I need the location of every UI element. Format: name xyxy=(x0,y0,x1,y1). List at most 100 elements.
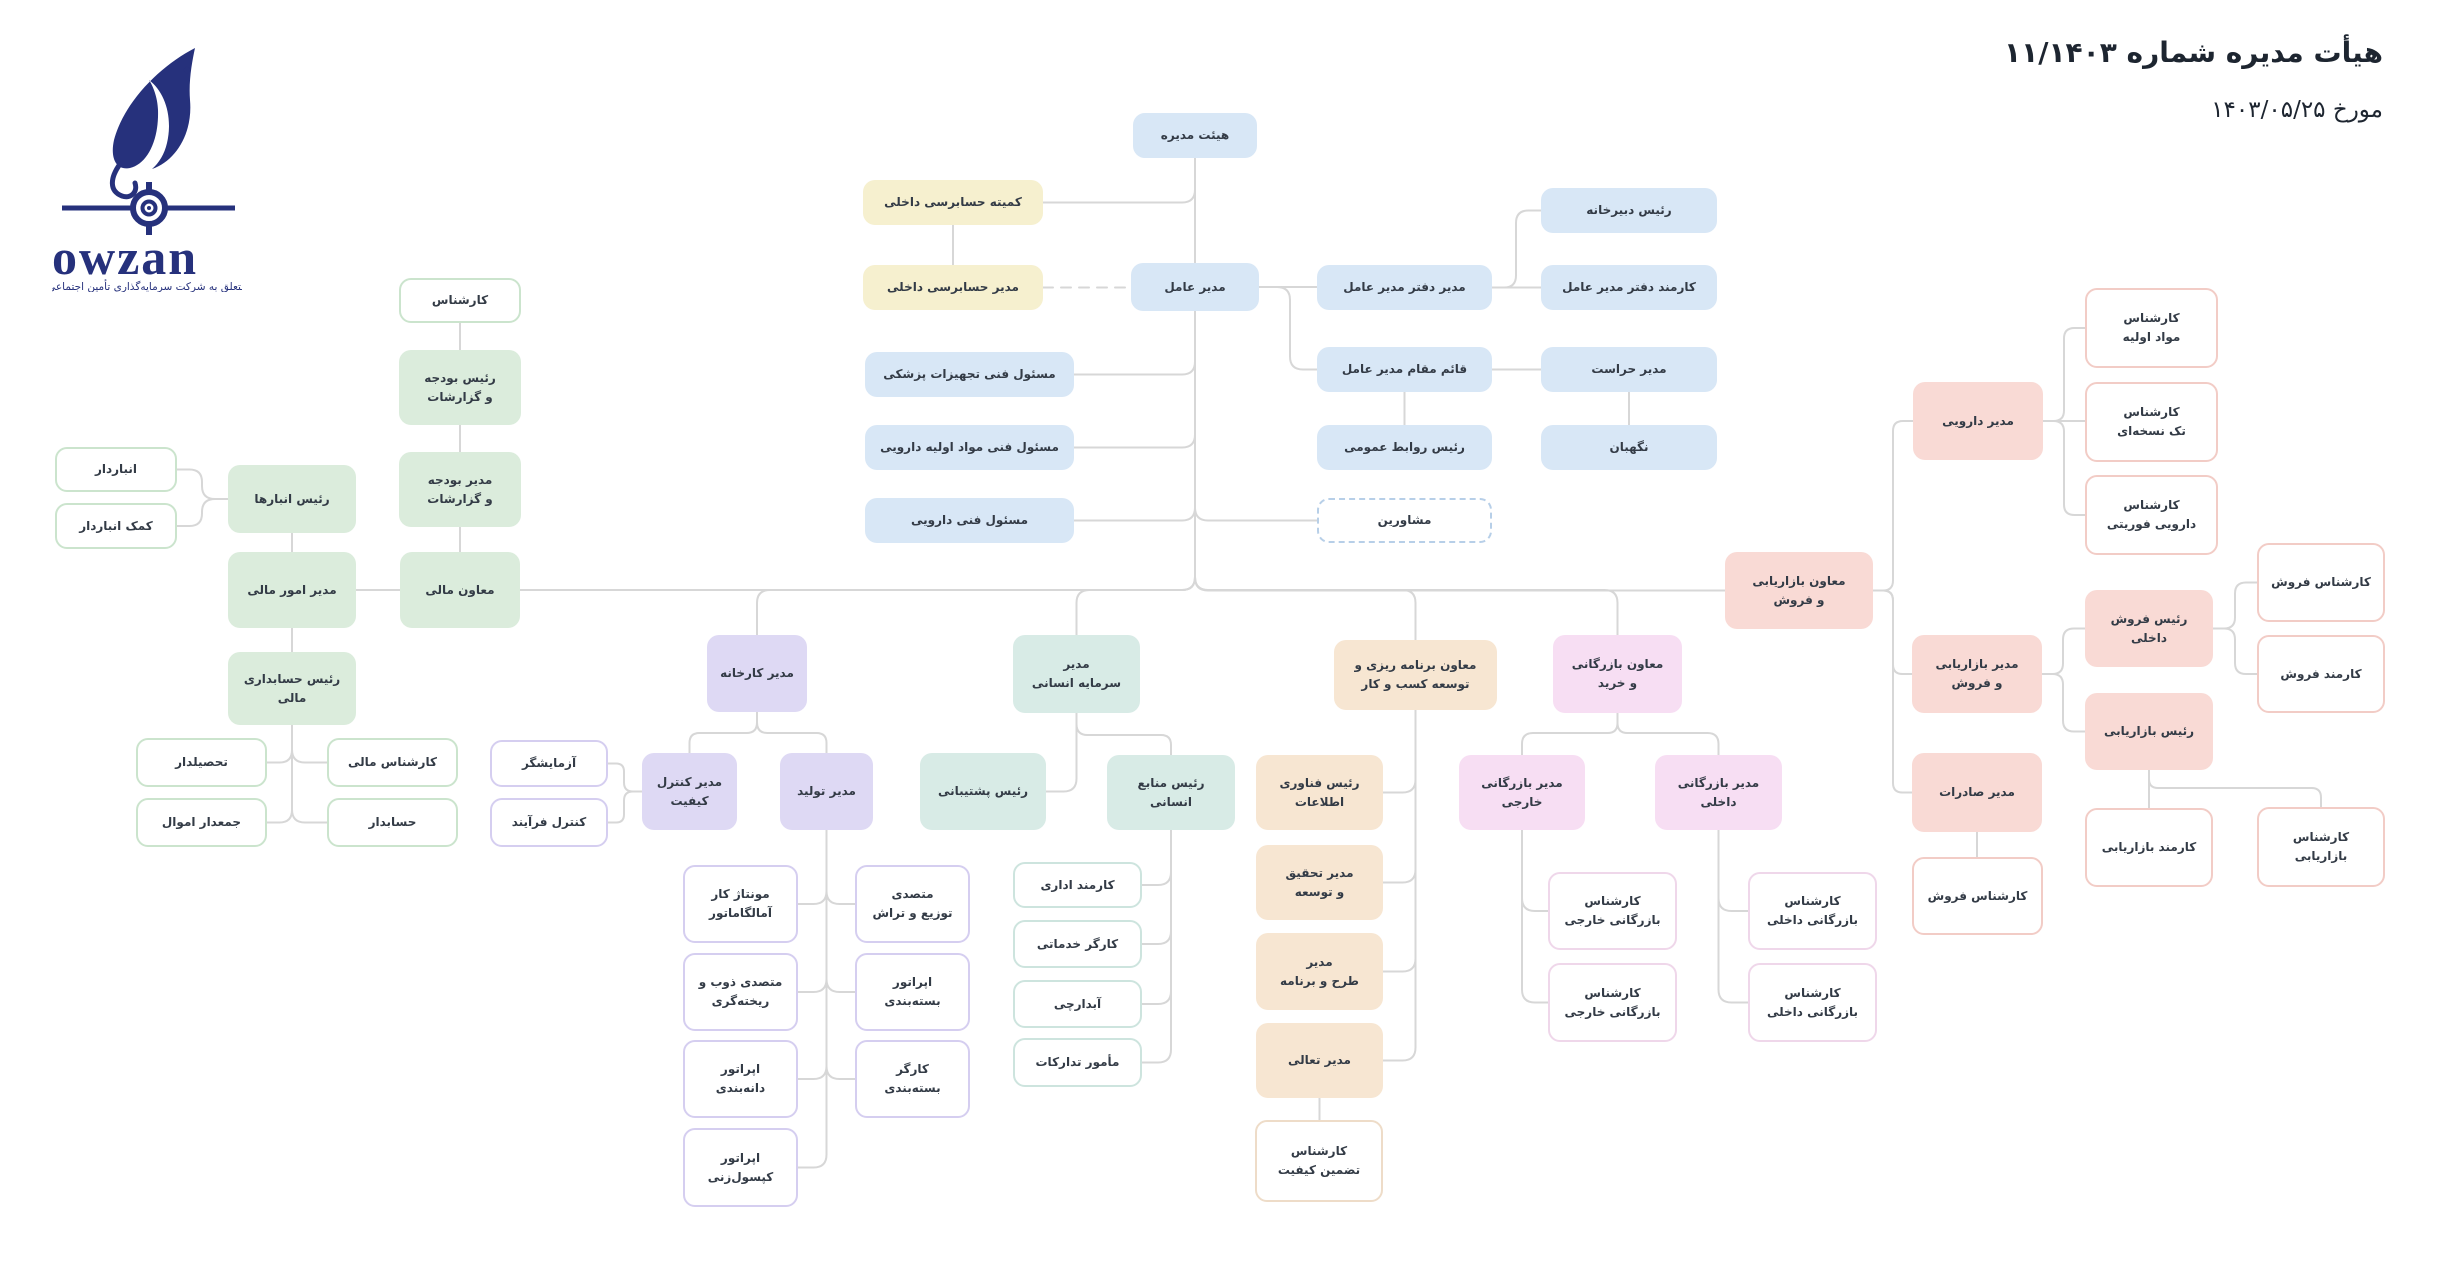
node-emergency-expert: کارشناس دارویی فوریتی xyxy=(2085,475,2218,555)
node-amalgamator: مونتاژ کار آمالگاماتور xyxy=(683,865,798,943)
node-label: مدیر حراست xyxy=(1591,362,1667,377)
node-tech-medical: مسئول فنی تجهیزات پزشکی xyxy=(865,352,1074,397)
node-asst-warehouseman: کمک انباردار xyxy=(55,503,177,549)
node-qc-mgr: مدیر کنترل کیفیت xyxy=(642,753,737,830)
node-production-mgr: مدیر تولید xyxy=(780,753,873,830)
connector-factory-mgr--qc-mgr xyxy=(688,711,758,754)
node-label: رئیس حسابداری مالی xyxy=(243,671,341,705)
node-factory-mgr: مدیر کارخانه xyxy=(707,635,807,712)
node-label: معاون بازاریابی و فروش xyxy=(1752,573,1846,607)
node-label: کارشناس بازرگانی داخلی xyxy=(1766,894,1859,927)
node-label: کارشناس بازاریابی xyxy=(2292,830,2350,863)
node-qa-expert: کارشناس تضمین کیفیت xyxy=(1255,1120,1383,1202)
node-plan-mgr: مدیر طرح و برنامه xyxy=(1256,933,1383,1010)
node-label: کارشناس دارویی فوریتی xyxy=(2106,498,2197,531)
node-label: مدیر کنترل کیفیت xyxy=(656,774,723,808)
connector-production-mgr--packing-worker xyxy=(825,829,856,1080)
node-label: معاون بازرگانی و خرید xyxy=(1571,657,1664,690)
node-label: اپراتور کپسول‌زنی xyxy=(707,1150,774,1184)
node-board: هیئت مدیره xyxy=(1133,113,1257,158)
logo-wordmark: owzan xyxy=(52,229,198,285)
connector-ceo--marketing-deputy xyxy=(1194,310,1726,592)
connector-pharma-mgr--emergency-expert xyxy=(2042,420,2086,516)
node-warehouseman: انباردار xyxy=(55,447,177,492)
node-warehouse-head: رئیس انبارها xyxy=(228,465,356,533)
node-label: مدیر سرمایه انسانی xyxy=(1031,657,1122,690)
connector-board--audit-committee xyxy=(1042,157,1196,204)
node-label: رئیس فناوری اطلاعات xyxy=(1279,775,1360,809)
node-marketing-expert: کارشناس بازاریابی xyxy=(2257,807,2385,887)
node-security-mgr: مدیر حراست xyxy=(1541,347,1717,392)
node-label: مدیر تحقیق و توسعه xyxy=(1285,865,1354,899)
node-label: قائم مقام مدیر عامل xyxy=(1341,362,1468,377)
node-label: تحصیلدار xyxy=(175,755,228,770)
node-fin-expert: کارشناس xyxy=(399,278,521,323)
node-finance-mgr: مدیر امور مالی xyxy=(228,552,356,628)
node-label: حسابدار xyxy=(368,815,417,830)
node-label: کارشناس xyxy=(431,293,489,308)
node-label: مدیر کارخانه xyxy=(720,666,794,681)
node-label: مدیر حسابرسی داخلی xyxy=(887,280,1019,295)
node-label: مسئول فنی تجهیزات پزشکی xyxy=(883,367,1056,382)
node-office-clerk: کارمند دفتر مدیر عامل xyxy=(1541,265,1717,310)
node-label: کارگر خدماتی xyxy=(1036,936,1119,951)
node-label: رئیس منابع انسانی xyxy=(1137,775,1205,809)
node-accountant: حسابدار xyxy=(327,798,458,847)
node-audit-mgr: مدیر حسابرسی داخلی xyxy=(863,265,1043,310)
node-marketing-head: رئیس بازاریابی xyxy=(2085,693,2213,770)
node-process-control: کنترل فرآیند xyxy=(490,798,608,847)
node-office-mgr: مدیر دفتر مدیر عامل xyxy=(1317,265,1492,310)
connector-hr-deputy--hr-head xyxy=(1075,712,1172,756)
node-label: مدیر دارویی xyxy=(1942,413,2014,428)
node-label: کارگر بسته‌بندی xyxy=(884,1062,941,1095)
node-label: اپراتور دانه‌بندی xyxy=(715,1062,766,1095)
node-label: مدیر بازرگانی خارجی xyxy=(1481,775,1563,809)
node-ceo: مدیر عامل xyxy=(1131,263,1259,311)
node-label: مدیر عامل xyxy=(1164,279,1226,294)
node-domestic-expert-1: کارشناس بازرگانی داخلی xyxy=(1748,872,1877,950)
node-domestic-sales-head: رئیس فروش داخلی xyxy=(2085,590,2213,667)
node-label: معاون مالی xyxy=(425,582,495,597)
logo-tagline: متعلق به شرکت سرمایه‌گذاری تأمین اجتماعی xyxy=(52,279,242,292)
node-label: کارمند فروش xyxy=(2280,666,2362,681)
node-lathe: متصدی توزیع و تراش xyxy=(855,865,970,943)
node-label: مدیر بودجه و گزارشات xyxy=(427,472,493,506)
node-label: کارشناس بازرگانی خارجی xyxy=(1564,985,1661,1019)
node-collector: تحصیلدار xyxy=(136,738,267,787)
node-audit-committee: کمیته حسابرسی داخلی xyxy=(863,180,1043,225)
node-label: کارشناس بازرگانی داخلی xyxy=(1766,985,1859,1019)
node-label: متصدی توزیع و تراش xyxy=(872,887,953,920)
node-guard: نگهبان xyxy=(1541,425,1717,470)
node-label: مدیر دفتر مدیر عامل xyxy=(1343,280,1466,295)
node-label: آزمایشگر xyxy=(521,756,577,771)
node-domestic-trade-mgr: مدیر بازرگانی داخلی xyxy=(1655,755,1782,830)
connector-marketing-head--marketing-expert xyxy=(2148,769,2322,808)
connector-planning-deputy--excellence-mgr xyxy=(1382,709,1417,1062)
node-melting: متصدی ذوب و ریخته‌گری xyxy=(683,953,798,1031)
node-marketing-clerk: کارمند بازاریابی xyxy=(2085,808,2213,887)
report-date: مورخ ۱۴۰۳/۰۵/۲۵ xyxy=(2211,97,2383,123)
node-tester: آزمایشگر xyxy=(490,740,608,787)
node-label: مدیر تعالی xyxy=(1288,1053,1351,1068)
node-acct-head: رئیس حسابداری مالی xyxy=(228,652,356,725)
connector-ceo--deputy-ceo xyxy=(1258,286,1318,371)
node-it-head: رئیس فناوری اطلاعات xyxy=(1256,755,1383,830)
node-label: کارمند دفتر مدیر عامل xyxy=(1562,280,1696,295)
report-title: هیأت مدیره شماره ۱۱/۱۴۰۳ xyxy=(2004,36,2383,69)
connector-domestic-sales-head--sales-clerk xyxy=(2212,627,2258,675)
node-procurement: مأمور تدارکات xyxy=(1013,1038,1142,1087)
node-single-rx-expert: کارشناس تک نسخه‌ای xyxy=(2085,382,2218,462)
node-label: رئیس دبیرخانه xyxy=(1586,203,1672,218)
node-budget-mgr: مدیر بودجه و گزارشات xyxy=(399,452,521,527)
node-packing-worker: کارگر بسته‌بندی xyxy=(855,1040,970,1118)
connector-hr-head--procurement xyxy=(1141,829,1172,1064)
node-sales-clerk: کارمند فروش xyxy=(2257,635,2385,713)
connector-warehouse-head--warehouseman xyxy=(176,468,229,500)
node-label: کارشناس تک نسخه‌ای xyxy=(2117,405,2186,438)
node-label: کارشناس فروش xyxy=(1927,888,2028,903)
node-excellence-mgr: مدیر تعالی xyxy=(1256,1023,1383,1098)
node-pr-head: رئیس روابط عمومی xyxy=(1317,425,1492,470)
